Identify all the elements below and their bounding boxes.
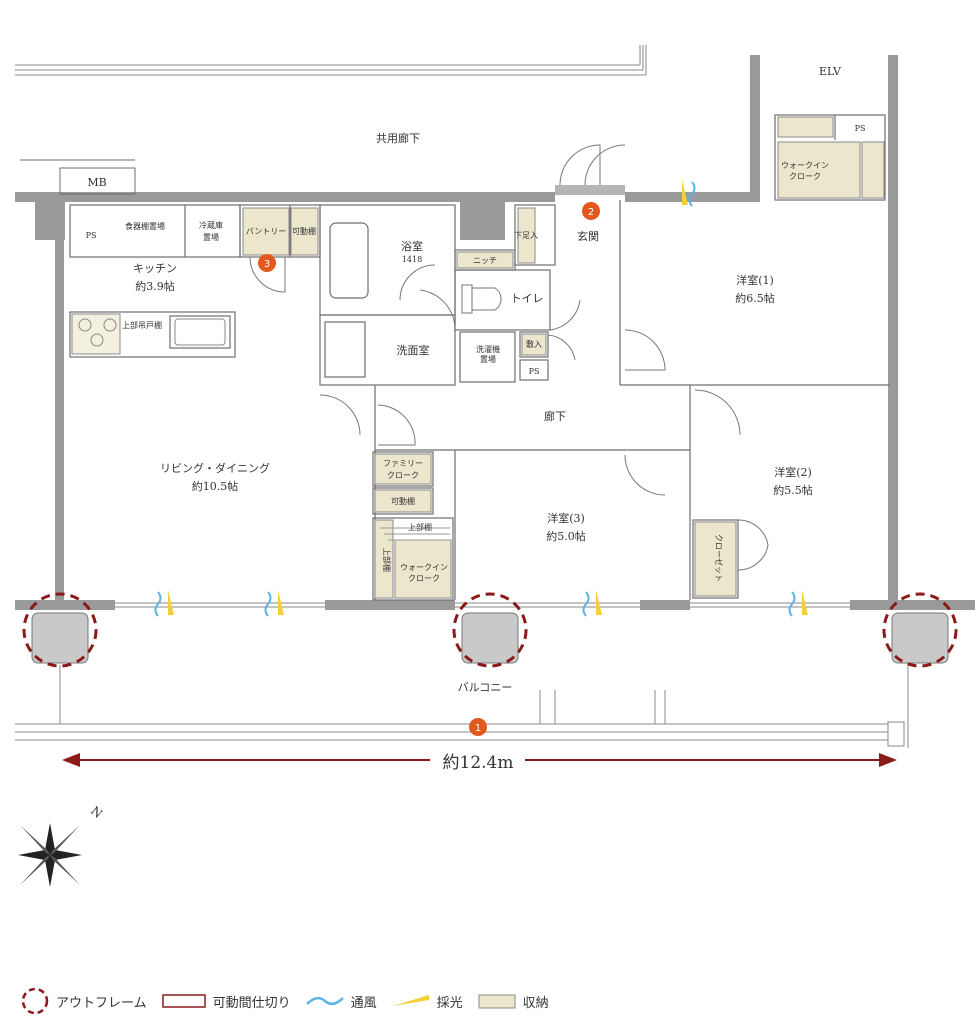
label-niche: ニッチ — [473, 256, 497, 265]
label-elv: ELV — [819, 65, 842, 78]
toilet-fixture — [461, 284, 502, 314]
label-western3-size: 約5.0帖 — [546, 529, 586, 543]
label-movable-shelf: 可動棚 — [292, 226, 316, 236]
label-hall: 廊下 — [544, 409, 566, 423]
legend-ventilation-label: 通風 — [350, 995, 377, 1011]
label-western2-size: 約5.5帖 — [773, 483, 813, 497]
compass-north-label: N — [88, 804, 105, 821]
label-western1: 洋室(1) — [736, 273, 774, 287]
dimension-arrow — [62, 753, 897, 767]
label-ps-left: PS — [86, 231, 97, 240]
svg-text:2: 2 — [588, 207, 594, 218]
balcony-structure — [15, 660, 909, 748]
label-ldk-size: 約10.5帖 — [192, 479, 239, 493]
label-laundry2: 置場 — [480, 354, 496, 364]
label-family1: ファミリー — [383, 459, 423, 468]
label-ps-small: PS — [529, 367, 540, 376]
label-ldk: リビング・ダイニング — [160, 461, 270, 475]
label-laundry1: 洗濯機 — [476, 344, 500, 354]
columns — [31, 612, 949, 664]
compass-rose-icon — [18, 823, 82, 887]
legend-storage-label: 収納 — [522, 995, 549, 1011]
label-western2: 洋室(2) — [774, 465, 812, 479]
svg-text:1: 1 — [475, 723, 481, 734]
label-geta: 下足入 — [514, 231, 538, 240]
label-balcony: バルコニー — [458, 681, 513, 694]
legend-daylight-label: 採光 — [436, 995, 463, 1011]
legend-ventilation: 通風 — [305, 992, 377, 1011]
ventilation-daylight — [154, 180, 808, 617]
label-pantry: パントリー — [246, 227, 286, 236]
label-seal: 敷入 — [526, 339, 542, 349]
label-upper-cabinet: 上部吊戸棚 — [122, 320, 162, 330]
legend-outframe-label: アウトフレーム — [56, 995, 147, 1011]
label-wash: 洗面室 — [397, 343, 430, 357]
marker-3: 3 — [258, 254, 276, 272]
windows — [115, 602, 850, 608]
legend-partition: 可動間仕切り — [161, 992, 291, 1011]
label-closet: クローゼット — [714, 534, 724, 582]
label-bath: 浴室 — [401, 239, 423, 253]
marker-2: 2 — [582, 202, 600, 220]
label-food-storage: 食器棚置場 — [125, 221, 165, 231]
label-mb: MB — [87, 176, 106, 189]
label-walkin2b: クローク — [408, 574, 440, 583]
door-swings — [249, 144, 769, 571]
stair-lines — [380, 527, 450, 541]
dimension-label: 約12.4m — [443, 753, 514, 773]
label-walkin2: ウォークイン — [400, 563, 448, 572]
storage-areas — [71, 116, 885, 599]
label-family2: クローク — [387, 471, 419, 480]
label-western3: 洋室(3) — [547, 511, 585, 525]
walls — [15, 55, 975, 610]
legend-storage: 収納 — [477, 992, 549, 1011]
label-kitchen: キッチン — [133, 262, 177, 275]
label-entrance: 玄関 — [577, 229, 599, 243]
label-upper-shelf-side: 上部棚 — [382, 548, 392, 572]
ventilation-legend-icon — [305, 996, 344, 1006]
svg-text:3: 3 — [264, 259, 270, 270]
label-western1-size: 約6.5帖 — [735, 291, 775, 305]
legend-outframe: アウトフレーム — [20, 986, 147, 1016]
legend: アウトフレーム 可動間仕切り 通風 採光 収納 — [20, 986, 660, 1016]
label-common-corridor: 共用廊下 — [376, 131, 420, 145]
label-bath-size: 1418 — [402, 255, 422, 264]
label-ps-top: PS — [855, 124, 866, 133]
label-fridge1: 冷蔵庫 — [199, 220, 223, 230]
label-movable-shelf2: 可動棚 — [391, 496, 415, 506]
partition-legend-icon — [161, 994, 206, 1008]
storage-legend-icon — [478, 994, 516, 1009]
legend-daylight: 採光 — [391, 992, 463, 1011]
marker-1: 1 — [469, 718, 487, 736]
label-fridge2: 置場 — [203, 232, 219, 242]
kitchen-fixtures — [78, 318, 226, 347]
label-walkin1: ウォークイン — [781, 161, 829, 170]
label-walkin1b: クローク — [789, 172, 821, 181]
legend-partition-label: 可動間仕切り — [212, 995, 291, 1011]
outframe-legend-icon — [21, 987, 49, 1015]
mb-box — [59, 167, 136, 195]
label-kitchen-size: 約3.9帖 — [135, 279, 175, 293]
daylight-legend-icon — [392, 995, 429, 1006]
outframe-markers — [22, 592, 958, 668]
corridor-rail — [15, 45, 647, 76]
label-toilet: トイレ — [511, 292, 544, 305]
label-upper-shelf: 上部棚 — [408, 522, 432, 532]
interior-walls — [69, 114, 890, 601]
